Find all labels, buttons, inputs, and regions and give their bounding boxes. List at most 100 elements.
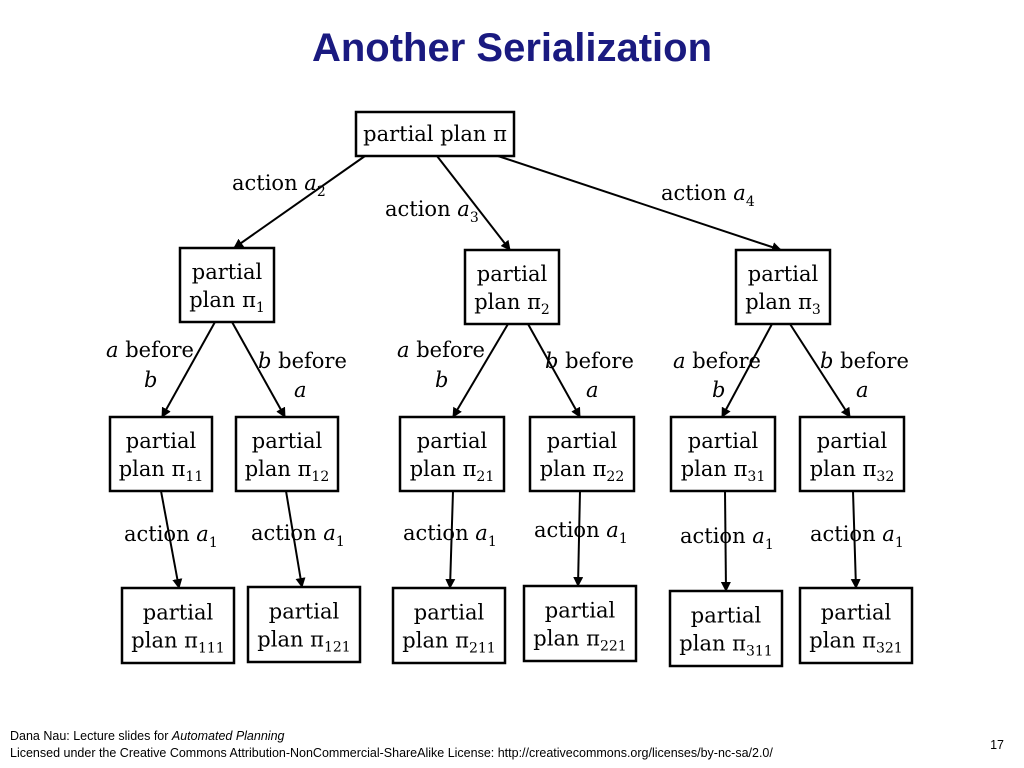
edge-p11-to-p111	[160, 490, 183, 589]
edge-label-p1-to-p11: a before	[106, 338, 194, 362]
node-text: plan π	[679, 632, 746, 656]
node-text: partial	[269, 600, 340, 624]
node-label-line2-p2: plan π2	[474, 290, 550, 318]
node-box-p311	[668, 589, 784, 668]
footer-license: Licensed under the Creative Commons Attr…	[10, 746, 773, 760]
label-subscript: 1	[209, 535, 218, 551]
edge-root-to-p3	[497, 155, 782, 252]
label-variable: a	[606, 518, 619, 542]
node-label-line1-p12: partial	[252, 429, 323, 453]
node-label-line1-p31: partial	[688, 429, 759, 453]
node-label-line1-p311: partial	[691, 604, 762, 628]
label-word: action	[385, 197, 457, 221]
node-box-root	[354, 110, 516, 158]
node-subscript: 2	[541, 302, 550, 318]
edge-label-root-to-p2: action a3	[385, 197, 479, 226]
label-variable: a	[304, 171, 317, 195]
node-subscript: 11	[185, 469, 203, 485]
node-label-line2-p31: plan π31	[681, 457, 766, 485]
edge-label-p2-to-p22: b before	[545, 349, 634, 373]
node-label-line2-p1: plan π1	[189, 288, 265, 316]
edge-p1-to-p12	[231, 321, 286, 418]
node-subscript: 3	[812, 302, 821, 318]
node-label-root: partial plan π	[363, 122, 507, 146]
label-word: action	[403, 521, 475, 545]
edge-label-p3-to-p32: b before	[820, 349, 909, 373]
node-box-p3	[734, 248, 832, 326]
node-label-line2-p111: plan π111	[131, 629, 224, 657]
edge-label-p1-to-p12: a	[294, 378, 307, 402]
edge-label-root-to-p1: action a2	[232, 171, 326, 200]
node-subscript: 12	[311, 469, 329, 485]
edge-label-p31-to-p311: action a1	[680, 524, 774, 553]
node-text: plan π	[745, 290, 812, 314]
node-label-line2-p311: plan π311	[679, 632, 772, 660]
node-text: partial	[545, 599, 616, 623]
edge-p31-to-p311	[720, 490, 731, 592]
label-variable: b	[820, 349, 833, 373]
node-text: partial plan π	[363, 122, 507, 146]
node-label-line1-p32: partial	[817, 429, 888, 453]
node-label-line2-p321: plan π321	[809, 629, 902, 657]
edge-p22-to-p221	[573, 490, 584, 587]
label-word: before	[119, 338, 194, 362]
node-text: partial	[417, 429, 488, 453]
edge-p3-to-p32	[789, 323, 851, 418]
node-text: partial	[126, 429, 197, 453]
label-subscript: 1	[895, 535, 904, 551]
node-box-p221	[522, 584, 638, 663]
node-box-p22	[528, 415, 636, 493]
node-label-line2-p21: plan π21	[410, 457, 495, 485]
label-subscript: 4	[746, 194, 755, 210]
node-text: partial	[547, 429, 618, 453]
label-word: action	[124, 522, 196, 546]
node-box-p11	[108, 415, 214, 493]
node-box-p2	[463, 248, 561, 326]
node-label-line1-p211: partial	[414, 601, 485, 625]
label-variable: a	[475, 521, 488, 545]
edge-label-root-to-p3: action a4	[661, 181, 755, 210]
node-subscript: 311	[746, 644, 773, 660]
node-subscript: 221	[600, 639, 627, 655]
edge-label-p3-to-p31: a before	[673, 349, 761, 373]
label-variable: b	[545, 349, 558, 373]
node-p111: partial plan π111	[120, 586, 236, 665]
label-variable: a	[882, 522, 895, 546]
label-subscript: 1	[336, 534, 345, 550]
node-box-p121	[246, 585, 362, 664]
node-box-p12	[234, 415, 340, 493]
node-box-p31	[669, 415, 777, 493]
node-subscript: 321	[876, 641, 903, 657]
node-text: plan π	[119, 457, 186, 481]
label-variable: a	[586, 378, 599, 402]
edge-label-p3-to-p31: b	[712, 378, 725, 402]
node-subscript: 211	[469, 641, 496, 657]
node-p311: partial plan π311	[668, 589, 784, 668]
node-box-p32	[798, 415, 906, 493]
edge-p2-to-p22	[527, 323, 581, 418]
edge-label-p22-to-p221: action a1	[534, 518, 628, 547]
edge-root-to-p2	[436, 155, 511, 251]
label-variable: a	[294, 378, 307, 402]
label-variable: b	[712, 378, 725, 402]
label-word: before	[833, 349, 908, 373]
node-label-line2-p211: plan π211	[402, 629, 495, 657]
node-label-line2-p3: plan π3	[745, 290, 821, 318]
label-subscript: 2	[317, 184, 326, 200]
edge-p2-to-p21	[452, 323, 509, 418]
node-text: partial	[477, 262, 548, 286]
edge-p1-to-p11	[161, 321, 216, 418]
label-subscript: 1	[619, 531, 628, 547]
edge-label-p11-to-p111: action a1	[124, 522, 218, 551]
node-label-line2-p32: plan π32	[810, 457, 895, 485]
node-text: plan π	[189, 288, 256, 312]
label-subscript: 1	[765, 537, 774, 553]
label-variable: a	[457, 197, 470, 221]
node-p21: partial plan π21	[398, 415, 506, 493]
page-number: 17	[990, 738, 1004, 752]
node-box-p211	[391, 586, 507, 665]
node-subscript: 32	[876, 469, 894, 485]
node-text: partial	[143, 601, 214, 625]
